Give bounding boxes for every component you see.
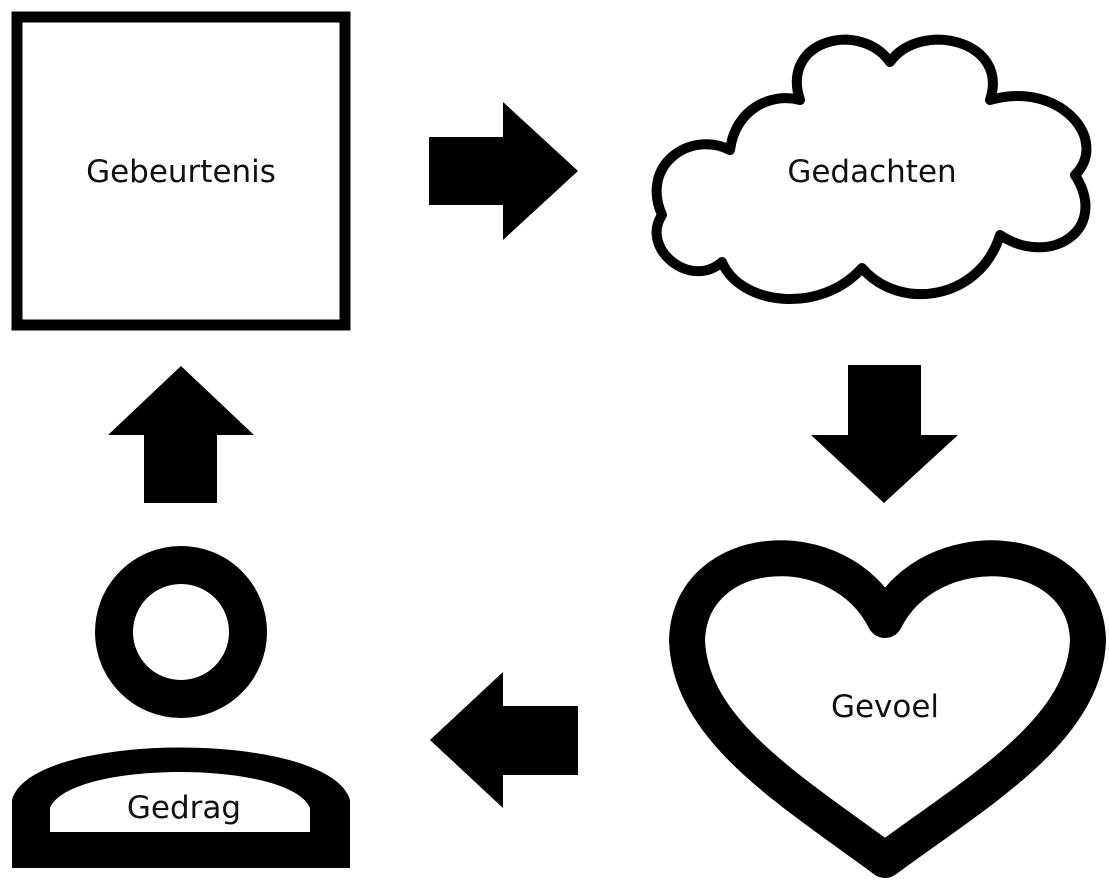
node-thoughts: Gedachten (651, 34, 1092, 304)
person-head-icon (95, 546, 267, 718)
behavior-label: Gedrag (127, 790, 241, 826)
arrow-left-icon (430, 672, 578, 808)
person-icon (12, 747, 350, 868)
cloud-icon (651, 34, 1092, 304)
arrow-down-icon (811, 365, 958, 503)
node-behavior: Gedrag (12, 546, 350, 868)
event-label: Gebeurtenis (86, 154, 276, 190)
feeling-label: Gevoel (831, 689, 939, 725)
square-icon (11, 11, 351, 331)
heart-icon (669, 540, 1106, 878)
node-feeling: Gevoel (669, 540, 1106, 878)
node-event: Gebeurtenis (11, 11, 351, 331)
arrow-up-icon (108, 366, 254, 503)
arrow-right-icon (429, 102, 578, 240)
thoughts-label: Gedachten (787, 154, 956, 190)
